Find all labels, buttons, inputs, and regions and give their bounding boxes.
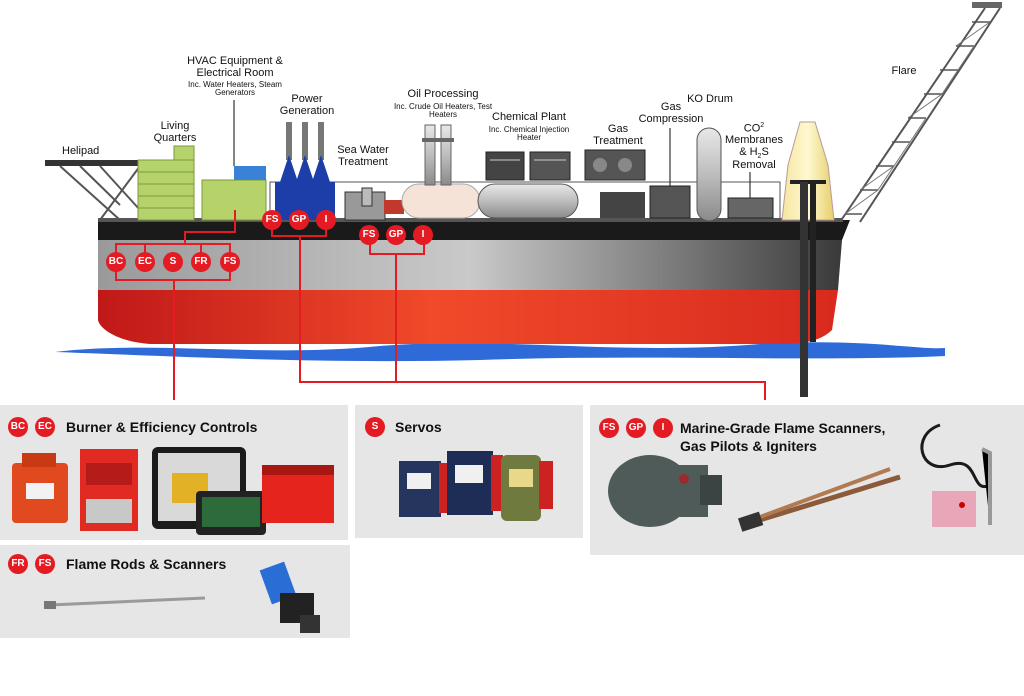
panel-title-burner: Burner & Efficiency Controls <box>66 419 258 435</box>
panel-flame-rods: FR FS Flame Rods & Scanners <box>0 545 350 638</box>
separator-vessel <box>477 183 579 219</box>
fpso-ship-illustration <box>45 2 1002 400</box>
label-oil-processing: Oil Processing Inc. Crude Oil Heaters, T… <box>393 88 493 119</box>
badge-s-quarters: S <box>163 252 183 272</box>
panel-marine-grade: FS GP I Marine-Grade Flame Scanners, Gas… <box>590 405 1024 555</box>
badge-fr-quarters: FR <box>191 252 211 272</box>
hull-grey <box>98 240 842 290</box>
helipad-deck <box>45 160 140 166</box>
badge-bc-quarters: BC <box>106 252 126 272</box>
badge-fs: FS <box>35 554 55 574</box>
badge-ec: EC <box>35 417 55 437</box>
label-flare: Flare <box>891 65 917 77</box>
badge-gp-processing: GP <box>386 225 406 245</box>
chemical-plant-equipment <box>485 151 525 181</box>
oil-processing-tank <box>401 183 481 219</box>
badge-fs-marine: FS <box>599 418 619 438</box>
label-hvac: HVAC Equipment & Electrical Room Inc. Wa… <box>187 55 283 98</box>
label-gas-compression: Gas Compression <box>638 101 704 125</box>
badge-fs-power: FS <box>262 210 282 230</box>
hull-black <box>98 220 850 240</box>
panel-title-flame: Flame Rods & Scanners <box>66 556 227 572</box>
label-living-quarters: Living Quarters <box>153 120 197 144</box>
badge-i-power: I <box>316 210 336 230</box>
badge-ec-quarters: EC <box>135 252 155 272</box>
label-co2-membranes: CO2 Membranes & H2S Removal <box>724 122 784 172</box>
label-gas-treatment: Gas Treatment <box>593 123 643 147</box>
badge-gp-marine: GP <box>626 418 646 438</box>
badge-gp-power: GP <box>289 210 309 230</box>
badge-fs-quarters: FS <box>220 252 240 272</box>
ko-drum-vessel <box>696 127 722 222</box>
label-power-generation: Power Generation <box>279 93 335 117</box>
sea-wave <box>55 342 945 362</box>
panel-burner-efficiency: BC EC Burner & Efficiency Controls <box>0 405 348 540</box>
hull-red <box>98 290 838 344</box>
badge-fr: FR <box>8 554 28 574</box>
flame-rods-products-image <box>44 561 320 633</box>
badge-i-marine: I <box>653 418 673 438</box>
label-helipad: Helipad <box>62 145 100 157</box>
gas-compression-equipment <box>649 185 691 219</box>
burner-products-image <box>12 447 334 535</box>
panel-title-servos: Servos <box>395 419 442 435</box>
badge-bc: BC <box>8 417 28 437</box>
badge-fs-processing: FS <box>359 225 379 245</box>
panel-title-marine-line2: Gas Pilots & Igniters <box>680 438 817 454</box>
living-quarters-block <box>137 159 195 221</box>
badge-s: S <box>365 417 385 437</box>
label-ko-drum: KO Drum <box>687 93 733 105</box>
servos-products-image <box>399 451 553 521</box>
label-sea-water-treatment: Sea Water Treatment <box>337 144 389 168</box>
panel-title-marine: Marine-Grade Flame Scanners, Gas Pilots … <box>680 419 910 455</box>
panel-servos: S Servos <box>355 405 583 538</box>
label-chemical-plant: Chemical Plant Inc. Chemical Injection H… <box>488 111 570 142</box>
marine-products-image <box>608 423 992 532</box>
badge-i-processing: I <box>413 225 433 245</box>
flare-tower <box>781 121 835 221</box>
panel-title-marine-line1: Marine-Grade Flame Scanners, <box>680 420 886 436</box>
co2-membranes-equipment <box>727 197 774 219</box>
